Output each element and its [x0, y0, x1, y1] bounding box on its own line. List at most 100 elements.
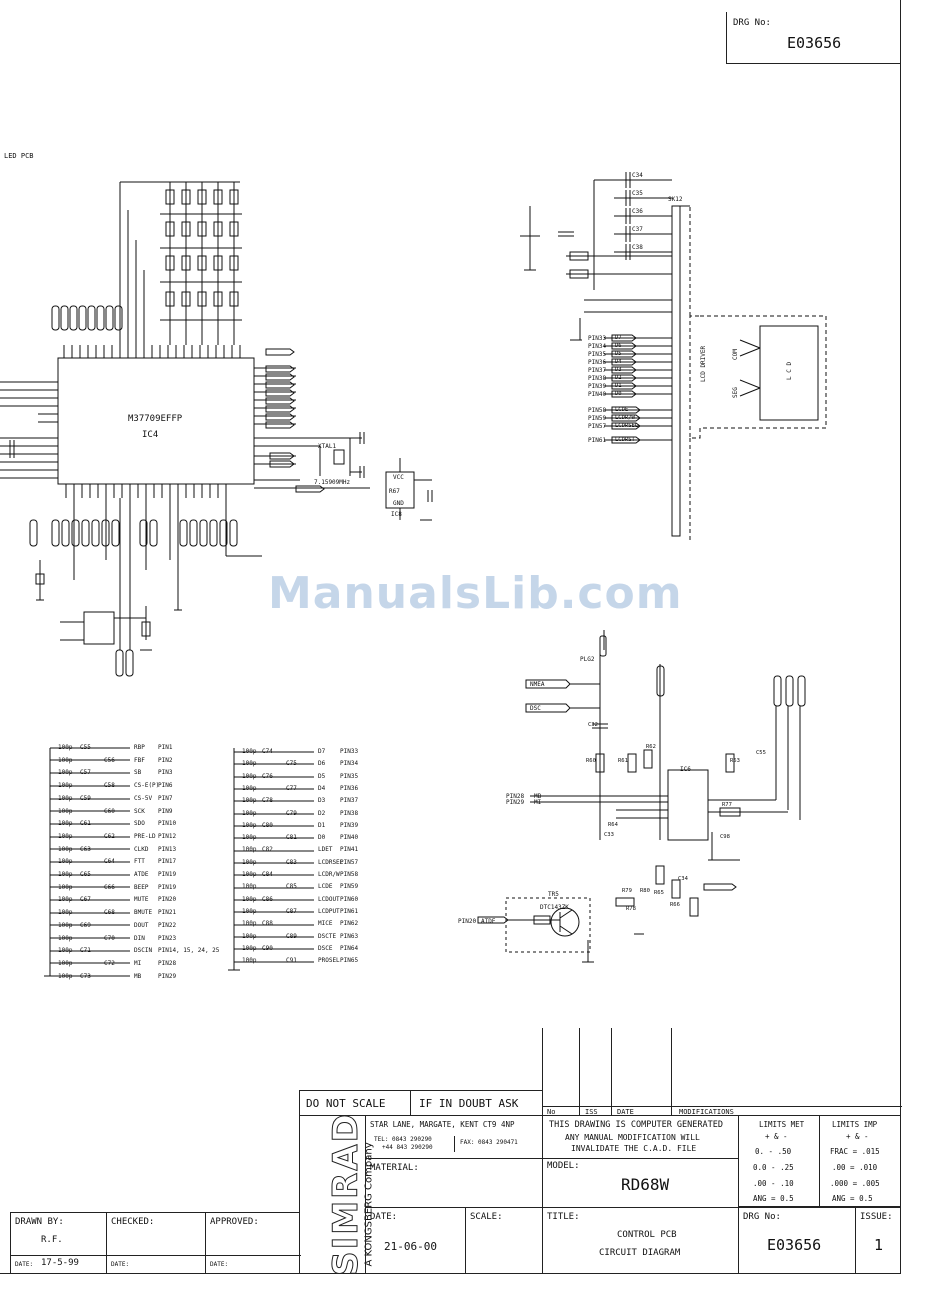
lcd-pin-label: PIN58 — [588, 407, 607, 414]
ic6-body — [667, 769, 709, 841]
cap-value: 100p — [58, 921, 73, 929]
cap-ref: C59 — [80, 794, 91, 802]
date-value: 21-06-00 — [384, 1240, 437, 1253]
pin-label: PIN19 — [158, 883, 177, 891]
lcd-cap-ref: C38 — [632, 244, 643, 251]
cap-value: 100p — [242, 944, 257, 952]
crystal-ref: XTAL1 — [318, 443, 337, 450]
net-mi: MI — [534, 799, 542, 806]
lcd-signal-label: D2 — [615, 375, 622, 381]
ic4-net-tags — [265, 348, 325, 493]
lcd-signal-label: LCDR/W — [615, 415, 635, 421]
lcd-signal-label: LCDRST — [615, 437, 635, 443]
cap-ref: C91 — [286, 957, 297, 965]
limits-met-1: 0. - .50 — [755, 1147, 792, 1156]
lcd-signal-label: LCDRSEL — [615, 423, 639, 429]
cap-ref: C82 — [262, 846, 273, 854]
cap-value: 100p — [242, 871, 257, 878]
net-tag: BEEP — [134, 883, 149, 891]
lcd-signal-label: D6 — [615, 343, 622, 349]
cap-value: 100p — [242, 932, 257, 940]
drg-header-box: DRG No: E03656 — [726, 12, 901, 64]
cap-ref: C68 — [104, 909, 115, 917]
cap-value: 100p — [242, 957, 257, 965]
issue-box: ISSUE: 1 — [855, 1207, 901, 1274]
pin-label: PIN65 — [340, 957, 359, 965]
cap-ref: C89 — [286, 932, 297, 940]
address-box: STAR LANE, MARGATE, KENT CT9 4NP TEL: 08… — [365, 1115, 543, 1159]
part-ref: R61 — [618, 758, 628, 764]
cap-ref: C77 — [286, 784, 297, 792]
lcd-pin-label: PIN36 — [588, 359, 607, 366]
pin-label: PIN36 — [340, 784, 359, 792]
net-tag: LCDRSEL — [318, 858, 344, 866]
title-line-1: CONTROL PCB — [617, 1230, 677, 1240]
net-tag: PRE-LD — [134, 832, 156, 840]
net-tag: DSCTE — [318, 932, 337, 940]
drg-value: E03656 — [767, 1236, 822, 1254]
limits-imp-pm: + & - — [846, 1132, 869, 1141]
input-net: ATDE — [481, 918, 496, 925]
cap-value: 100p — [58, 934, 73, 942]
part-ref: C32 — [588, 722, 598, 728]
address-tel: TEL: 0843 290290 — [374, 1136, 432, 1143]
ic8-ref: IC8 — [391, 511, 402, 518]
lcd-panel-label: L C D — [786, 361, 793, 380]
net-tag: BMUTE — [134, 909, 153, 917]
drawn-by-value: R.F. — [41, 1235, 63, 1245]
net-tag: MB — [134, 972, 142, 980]
cap-ref: C58 — [104, 782, 115, 790]
part-ref: R62 — [646, 744, 656, 750]
pin-label: PIN38 — [340, 809, 359, 817]
cap-ref: C76 — [262, 772, 273, 780]
cap-ref: C56 — [104, 756, 115, 764]
lcd-com-label: COM — [732, 349, 739, 360]
pin-label: PIN57 — [340, 858, 359, 866]
cap-value: 100p — [242, 883, 257, 891]
ic4-top-pins — [63, 345, 241, 358]
lcd-signal-label: D4 — [615, 359, 622, 365]
net-tag: SB — [134, 769, 142, 777]
lcd-pin-label: PIN57 — [588, 423, 607, 430]
limits-imp-1: FRAC = .015 — [830, 1147, 880, 1156]
pin-label: PIN59 — [340, 883, 359, 891]
pin-label: PIN37 — [340, 797, 359, 805]
net-tag: D1 — [318, 821, 326, 829]
net-tag: CS-E(P) — [134, 782, 160, 790]
ic4-part-label: M37709EFFP — [128, 414, 183, 424]
limits-met-2: 0.0 - .25 — [753, 1163, 794, 1172]
lcd-cap-ref: C35 — [632, 190, 643, 197]
pin-label: PIN12 — [158, 832, 177, 840]
drg-label: DRG No: — [743, 1212, 781, 1222]
pin-label: PIN58 — [340, 871, 359, 878]
cap-value: 100p — [58, 896, 73, 904]
cap-value: 100p — [242, 858, 257, 866]
title-label: TITLE: — [547, 1212, 580, 1222]
cap-value: 100p — [242, 920, 257, 928]
cap-value: 100p — [58, 782, 73, 790]
cap-value: 100p — [58, 883, 73, 891]
net-tag: MICE — [318, 920, 333, 928]
top-left-tags — [51, 305, 123, 331]
if-in-doubt-box: IF IN DOUBT ASK — [410, 1090, 543, 1116]
pin-label: PIN60 — [340, 895, 359, 903]
part-ref: R63 — [730, 758, 740, 764]
cap-ref: C87 — [286, 907, 297, 915]
pin-label: PIN28 — [158, 959, 177, 967]
cap-value: 100p — [242, 895, 257, 903]
pin-label: PIN23 — [158, 934, 177, 942]
ic4-left-pins — [0, 381, 58, 479]
cap-ref: C55 — [80, 744, 91, 751]
brand-box: SIMRAD A KONGSBERG Company — [299, 1112, 375, 1276]
lcd-pin-label: PIN59 — [588, 415, 607, 422]
checked-box: CHECKED: DATE: — [106, 1212, 207, 1274]
net-tag: ATDE — [134, 871, 149, 878]
part-ref: R64 — [608, 822, 618, 828]
date-label: DATE: — [370, 1212, 398, 1222]
date-box: DATE: 21-06-00 — [365, 1207, 466, 1274]
crystal-body — [333, 449, 345, 465]
drg-header-number: E03656 — [787, 34, 842, 52]
cap-ref: C66 — [104, 883, 115, 891]
part-ref: R66 — [670, 902, 680, 908]
